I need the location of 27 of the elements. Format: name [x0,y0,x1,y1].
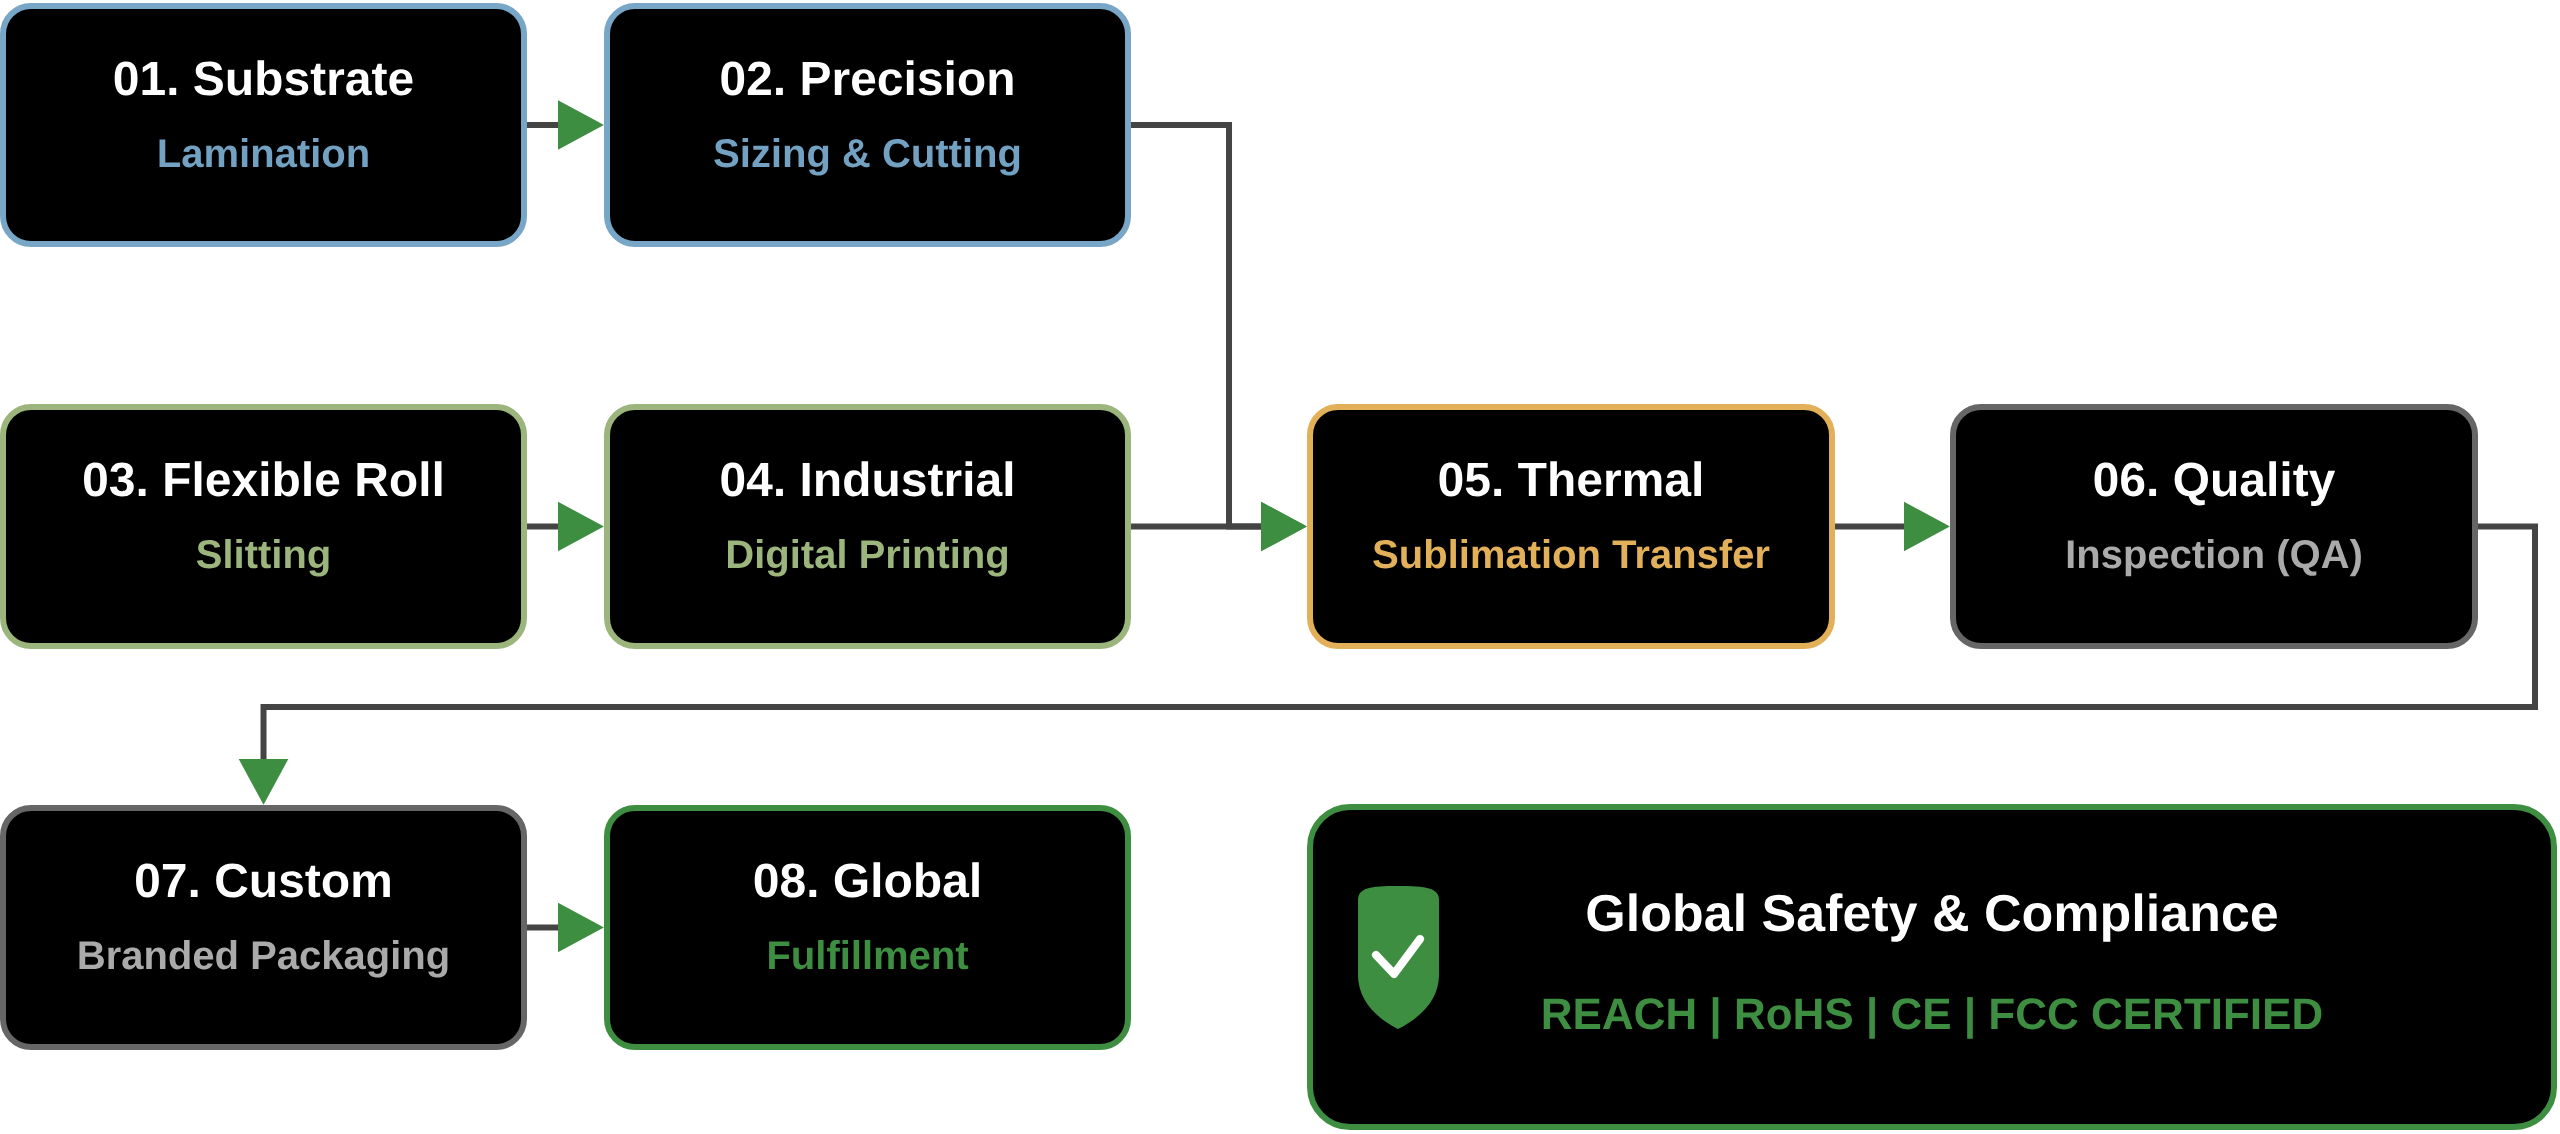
step-subtitle: Branded Packaging [79,940,448,978]
step-subtitle: Digital Printing [728,539,1008,577]
step-title: 05. Thermal [1439,461,1701,497]
step-subtitle: Fulfillment [769,940,969,970]
process-box [604,404,1131,649]
step-title: 04. Industrial [721,461,1013,497]
process-box [0,3,527,247]
process-box [1307,404,1835,649]
step-subtitle: Sizing & Cutting [714,138,1020,176]
compliance-panel [1307,804,2557,1130]
certification-list: REACH | RoHS | CE | FCC CERTIFIED [1543,997,2322,1039]
step-subtitle: Inspection (QA) [2067,539,2361,577]
step-title: 08. Global [754,862,979,898]
step-title: 01. Substrate [114,60,413,96]
step-subtitle: Lamination [159,138,368,168]
process-box [604,805,1131,1050]
step-title: 03. Flexible Roll [84,461,442,497]
step-title: 07. Custom [136,863,390,898]
step-subtitle: Slitting [196,539,329,577]
step-title: 02. Precision [721,60,1013,96]
panel-title: Global Safety & Compliance [1587,893,2277,942]
step-subtitle: Sublimation Transfer [1373,539,1770,569]
process-box [0,404,527,649]
process-box [1950,404,2478,649]
process-box [0,805,527,1050]
step-title: 06. Quality [2094,461,2336,506]
process-box [604,3,1131,247]
